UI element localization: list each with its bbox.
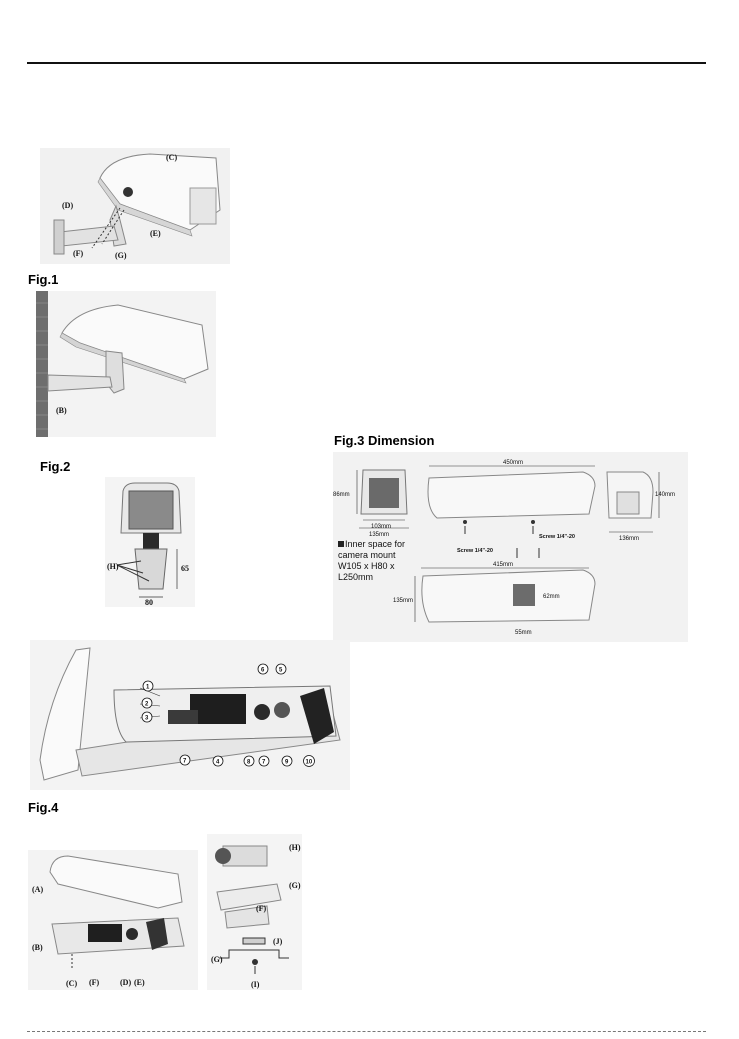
fig5-assembly-illustration: (A) (B) (C) bbox=[28, 850, 198, 990]
fig3-dim-hole-width: 55mm bbox=[515, 630, 532, 636]
fig3-note-line2: camera mount bbox=[338, 550, 418, 561]
fig3-dim-hole-height: 62mm bbox=[543, 594, 560, 600]
fig1-wall-mount-illustration: (B) bbox=[36, 291, 216, 437]
fig4-caption: Fig.4 bbox=[28, 800, 58, 815]
fig4-open-housing-illustration bbox=[30, 640, 350, 790]
fig1-housing-bracket-image: (C) (D) (E) (F) (G) bbox=[40, 148, 230, 264]
fig3-caption: Fig.3 Dimension bbox=[334, 433, 434, 448]
fig2-dim-height: 65 bbox=[181, 564, 189, 573]
fig1-label-e: (E) bbox=[150, 229, 161, 238]
fig1-label-b: (B) bbox=[56, 406, 67, 415]
fig3-note-line4: L250mm bbox=[338, 572, 418, 583]
header-rule bbox=[27, 62, 706, 64]
fig3-dim-bottom-width: 135mm bbox=[393, 598, 413, 604]
fig1-caption: Fig.1 bbox=[28, 272, 58, 287]
fig3-dim-bottom-length: 415mm bbox=[493, 562, 513, 568]
fig3-dim-front-outer-width: 135mm bbox=[369, 532, 389, 538]
fig1-label-g: (G) bbox=[115, 251, 127, 260]
fig3-note-line3: W105 x H80 x bbox=[338, 561, 418, 572]
fig5-parts-image bbox=[207, 834, 302, 990]
fig1-housing-illustration: (C) (D) (E) (F) (G) bbox=[40, 148, 230, 264]
fig3-dim-front-height: 86mm bbox=[333, 492, 350, 498]
fig2-front-view-image: (H) 65 80 bbox=[105, 477, 195, 607]
fig5-assembly-image: (A) (B) (C) bbox=[28, 850, 198, 990]
fig5-parts-illustration bbox=[207, 834, 302, 990]
footer-rule bbox=[27, 1031, 706, 1032]
fig1-label-c: (C) bbox=[166, 153, 177, 162]
fig1-wall-mount-image: (B) bbox=[36, 291, 216, 437]
fig3-dim-length: 450mm bbox=[503, 460, 523, 466]
fig3-screw-bottom-label: Screw 1/4"-20 bbox=[457, 548, 493, 554]
fig3-dim-front-inner-width: 103mm bbox=[371, 524, 391, 530]
fig5-label-a: (A) bbox=[32, 885, 43, 894]
fig4-open-housing-image bbox=[30, 640, 350, 790]
fig1-label-d: (D) bbox=[62, 201, 73, 210]
fig1-label-f: (F) bbox=[73, 249, 84, 258]
fig2-dim-width: 80 bbox=[145, 598, 153, 607]
fig2-label-h: (H) bbox=[107, 562, 119, 571]
bullet-square-icon bbox=[338, 541, 344, 547]
fig3-dim-rear-height: 140mm bbox=[655, 492, 675, 498]
fig3-inner-space-note: Inner space for camera mount W105 x H80 … bbox=[338, 539, 418, 583]
fig5-label-c: (C) bbox=[66, 979, 77, 988]
fig3-dim-rear-width: 136mm bbox=[619, 536, 639, 542]
fig3-note-line1: Inner space for bbox=[345, 539, 405, 549]
fig2-caption: Fig.2 bbox=[40, 459, 70, 474]
fig3-screw-side-label: Screw 1/4"-20 bbox=[539, 534, 575, 540]
fig2-front-view-illustration: (H) 65 80 bbox=[105, 477, 195, 607]
fig5-label-b: (B) bbox=[32, 943, 43, 952]
